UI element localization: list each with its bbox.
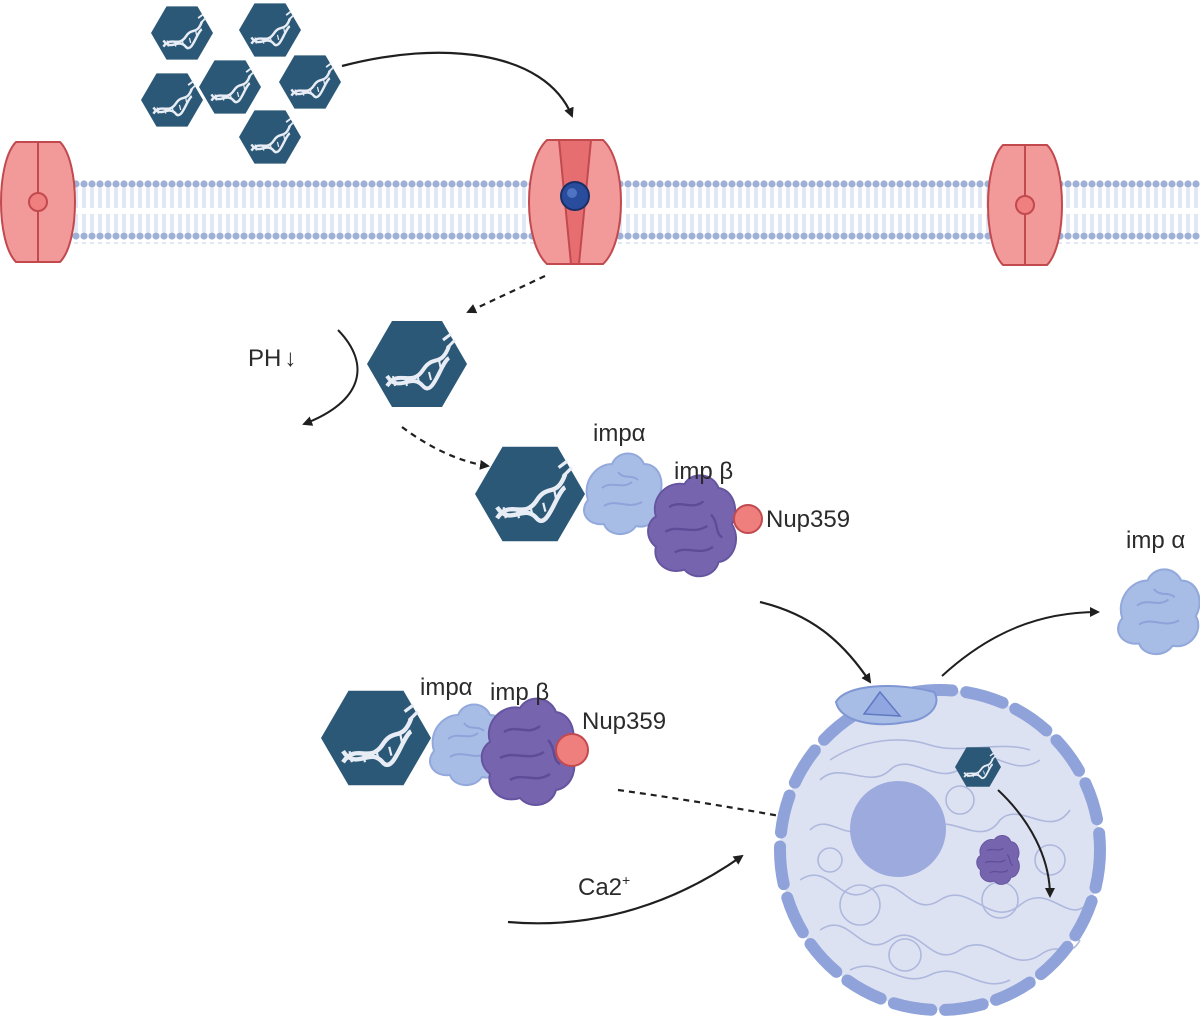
ph-curved-arrow — [302, 329, 359, 426]
nuclear-pore-complex — [834, 685, 938, 726]
import-complex-2: impα imp β Nup359 — [321, 674, 666, 807]
free-importin-alpha — [1117, 568, 1200, 656]
imp-beta-label-2: imp β — [490, 679, 549, 706]
nucleolus — [850, 781, 946, 877]
imp-beta-label-1: imp β — [674, 458, 733, 485]
nup359-bead — [555, 733, 589, 767]
nup359-bead — [733, 504, 763, 534]
dna-particle — [237, 2, 303, 58]
to-nucleus-arrow — [759, 600, 872, 684]
ph-down-arrow: ↓ — [284, 345, 296, 372]
nup359-label-2: Nup359 — [582, 708, 666, 735]
complex-dna-hexagon — [321, 691, 431, 786]
dna-particle — [139, 72, 205, 128]
nuclear-internal-arrow — [997, 789, 1055, 898]
svg-text:PH↓: PH↓ — [248, 345, 296, 372]
nucleus — [774, 684, 1106, 1016]
calcium-label: Ca2+ — [578, 872, 630, 901]
release-dashed-arrow — [466, 275, 546, 314]
import-complex-1: impα imp β Nup359 — [475, 420, 850, 578]
nuclear-envelope — [774, 684, 1106, 1016]
dna-particle — [197, 59, 263, 115]
membrane-channel-right — [987, 144, 1063, 266]
uptake-arrow — [341, 51, 574, 118]
extracellular-dna-cluster — [139, 2, 343, 165]
imp-alpha-label-2: impα — [420, 674, 473, 701]
nup359-label-1: Nup359 — [766, 506, 850, 533]
ph-drop-label: PH↓ — [248, 345, 296, 372]
complex-dna-hexagon — [475, 447, 585, 542]
membrane-channel-active — [528, 139, 622, 265]
dna-particle — [237, 109, 303, 165]
dna-particle — [277, 54, 343, 110]
imp-alpha-free-label: imp α — [1126, 527, 1185, 554]
imp-alpha-release-arrow — [941, 607, 1100, 677]
imp-alpha-label-1: impα — [593, 420, 646, 447]
calcium-arrow — [507, 854, 744, 925]
membrane-channel-left — [0, 141, 76, 263]
dna-particle — [149, 5, 215, 61]
import-dashed-arrow — [401, 426, 490, 470]
ph-text: PH — [248, 345, 281, 372]
cytoplasmic-dna-particle — [365, 319, 469, 409]
